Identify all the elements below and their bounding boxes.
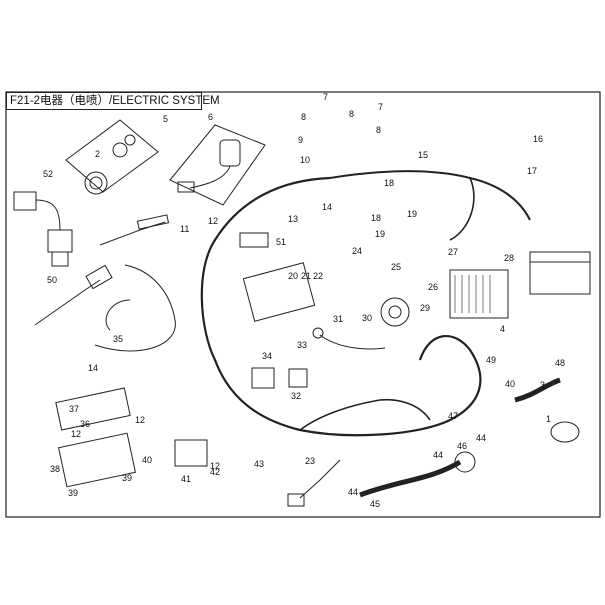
callout-4: 4 xyxy=(500,324,505,334)
callout-22: 22 xyxy=(313,271,323,281)
callout-39: 39 xyxy=(122,473,132,483)
callout-12: 12 xyxy=(210,461,220,471)
callout-40: 40 xyxy=(142,455,152,465)
callout-14: 14 xyxy=(88,363,98,373)
callout-12: 12 xyxy=(208,216,218,226)
part-11 xyxy=(99,221,166,246)
callout-25: 25 xyxy=(391,262,401,272)
part-45 xyxy=(359,459,462,498)
callout-16: 16 xyxy=(533,134,543,144)
callout-28: 28 xyxy=(504,253,514,263)
callout-7: 7 xyxy=(378,102,383,112)
part-5-box xyxy=(65,119,159,193)
part-46 xyxy=(454,451,476,473)
ignition-lock xyxy=(84,171,108,195)
part-3 xyxy=(514,377,561,403)
harness-branch-top xyxy=(329,170,531,221)
diagram-border xyxy=(5,91,601,518)
callout-8: 8 xyxy=(301,112,306,122)
regulator-rectifier xyxy=(449,269,509,319)
callout-43: 43 xyxy=(254,459,264,469)
callout-52: 52 xyxy=(43,169,53,179)
callout-44: 44 xyxy=(348,487,358,497)
callout-18: 18 xyxy=(371,213,381,223)
callout-12: 12 xyxy=(71,429,81,439)
callout-36: 36 xyxy=(80,419,90,429)
callout-50: 50 xyxy=(47,275,57,285)
callout-37: 37 xyxy=(69,404,79,414)
part-32 xyxy=(288,368,308,388)
callout-29: 29 xyxy=(420,303,430,313)
callout-3: 3 xyxy=(540,380,545,390)
part-35 xyxy=(94,264,176,352)
callout-9: 9 xyxy=(298,135,303,145)
callout-27: 27 xyxy=(448,247,458,257)
callout-10: 10 xyxy=(300,155,310,165)
part-1 xyxy=(550,421,580,443)
callout-17: 17 xyxy=(527,166,537,176)
callout-19: 19 xyxy=(407,209,417,219)
part-34 xyxy=(251,367,275,389)
harness-branch-right xyxy=(449,177,475,241)
part-50 xyxy=(34,279,101,326)
ecu-bracket xyxy=(55,387,131,431)
battery xyxy=(529,251,591,295)
callout-46: 46 xyxy=(457,441,467,451)
part-51 xyxy=(239,232,269,248)
callout-12: 12 xyxy=(135,415,145,425)
callout-47: 47 xyxy=(448,411,458,421)
part-41 xyxy=(174,439,208,467)
callout-1: 1 xyxy=(546,414,551,424)
callout-21: 21 xyxy=(301,271,311,281)
callout-34: 34 xyxy=(262,351,272,361)
callout-48: 48 xyxy=(555,358,565,368)
callout-8: 8 xyxy=(349,109,354,119)
main-harness xyxy=(200,176,482,437)
callout-11: 11 xyxy=(180,224,189,234)
callout-26: 26 xyxy=(428,282,438,292)
callout-30: 30 xyxy=(362,313,372,323)
callout-6: 6 xyxy=(208,112,213,122)
callout-8: 8 xyxy=(376,125,381,135)
callout-14: 14 xyxy=(322,202,332,212)
callout-15: 15 xyxy=(418,150,428,160)
callout-33: 33 xyxy=(297,340,307,350)
harness-branch-lower xyxy=(299,398,431,431)
part-23 xyxy=(299,459,341,499)
callout-18: 18 xyxy=(384,178,394,188)
callout-13: 13 xyxy=(288,214,298,224)
callout-31: 31 xyxy=(333,314,343,324)
callout-5: 5 xyxy=(163,114,168,124)
callout-41: 41 xyxy=(181,474,191,484)
part-52 xyxy=(13,191,37,211)
callout-49: 49 xyxy=(486,355,496,365)
callout-7: 7 xyxy=(323,92,328,102)
callout-38: 38 xyxy=(50,464,60,474)
callout-42: 42 xyxy=(210,467,220,477)
diagram-title: F21-2电器（电喷）/ELECTRIC SYSTEM xyxy=(6,92,220,110)
callout-45: 45 xyxy=(370,499,380,509)
callout-19: 19 xyxy=(375,229,385,239)
part-31 xyxy=(319,334,386,350)
callout-32: 32 xyxy=(291,391,301,401)
ecu xyxy=(58,432,136,488)
callout-35: 35 xyxy=(113,334,123,344)
callout-23: 23 xyxy=(305,456,315,466)
callout-40: 40 xyxy=(505,379,515,389)
callout-44: 44 xyxy=(476,433,486,443)
horn xyxy=(380,297,410,327)
callout-44: 44 xyxy=(433,450,443,460)
callout-39: 39 xyxy=(68,488,78,498)
callout-20: 20 xyxy=(288,271,298,281)
fuse-relay-block xyxy=(242,262,316,322)
part-6-box xyxy=(169,124,266,206)
callout-2: 2 xyxy=(95,149,100,159)
callout-51: 51 xyxy=(276,237,286,247)
callout-24: 24 xyxy=(352,246,362,256)
